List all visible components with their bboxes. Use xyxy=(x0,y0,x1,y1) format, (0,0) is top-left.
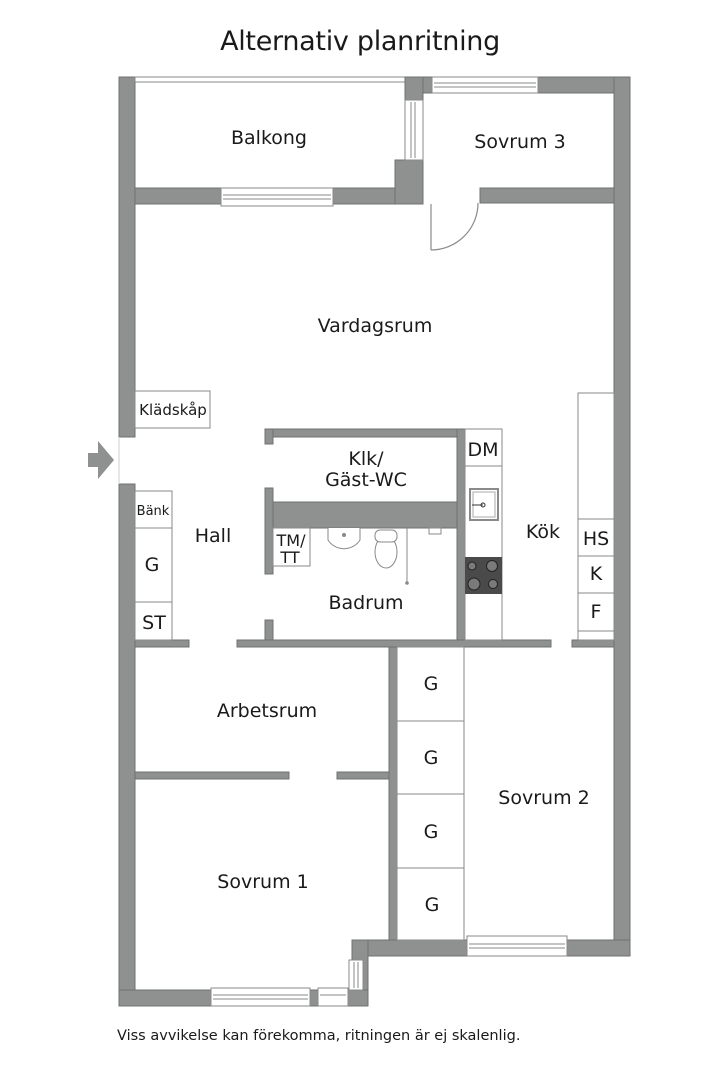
inner-walls xyxy=(134,76,615,941)
f-freezer xyxy=(577,592,615,632)
entrance-arrow-icon xyxy=(88,441,114,479)
balcony-railing xyxy=(134,76,406,83)
k-fridge xyxy=(577,555,615,594)
plan-title: Alternativ planritning xyxy=(220,26,500,57)
room-label-hall: Hall xyxy=(195,525,232,547)
door-sovrum3[interactable] xyxy=(430,202,479,251)
room-label-klk-2: Gäst-WC xyxy=(325,469,407,491)
tm-label-2: TT xyxy=(279,548,299,567)
windows xyxy=(210,76,568,1007)
wardrobe-column xyxy=(396,646,465,941)
hall-wardrobe-label: G xyxy=(145,554,160,576)
tm-tt-box xyxy=(272,527,311,567)
st-label: ST xyxy=(142,612,166,634)
wardrobe-label-4: G xyxy=(425,894,440,916)
room-label-vardagsrum: Vardagsrum xyxy=(318,315,433,337)
room-label-balkong: Balkong xyxy=(231,127,307,149)
shower-tap-icon xyxy=(428,527,442,535)
hall-furniture xyxy=(134,390,211,641)
wardrobe-label-1: G xyxy=(424,673,439,695)
bank-bench xyxy=(134,490,173,529)
k-label: K xyxy=(590,563,603,585)
room-label-klk-1: Klk/ xyxy=(348,448,384,470)
kitchen-left-counter xyxy=(464,428,503,641)
kladskap-cabinet xyxy=(134,390,211,429)
bank-label: Bänk xyxy=(137,504,170,519)
disclaimer-note: Viss avvikelse kan förekomma, ritningen … xyxy=(117,1028,521,1044)
hs-label: HS xyxy=(583,528,609,550)
room-label-sovrum1: Sovrum 1 xyxy=(217,871,308,893)
f-label: F xyxy=(591,601,602,623)
room-label-sovrum2: Sovrum 2 xyxy=(498,787,589,809)
sink-icon xyxy=(327,528,361,550)
dm-label: DM xyxy=(467,439,498,461)
room-label-sovrum3: Sovrum 3 xyxy=(474,131,565,153)
kladskap-label: Klädskåp xyxy=(139,401,207,419)
room-label-badrum: Badrum xyxy=(328,592,403,614)
st-storage xyxy=(134,601,173,641)
room-label-arbetsrum: Arbetsrum xyxy=(217,700,317,722)
wardrobe-label-3: G xyxy=(424,821,439,843)
room-label-kok: Kök xyxy=(526,521,560,543)
bathroom-fixtures xyxy=(272,527,442,585)
kitchen-right-counter xyxy=(577,392,615,641)
tm-label-1: TM/ xyxy=(276,531,307,550)
wardrobe-label-2: G xyxy=(424,747,439,769)
dm-dishwasher xyxy=(464,428,503,467)
hall-wardrobe xyxy=(134,527,173,603)
